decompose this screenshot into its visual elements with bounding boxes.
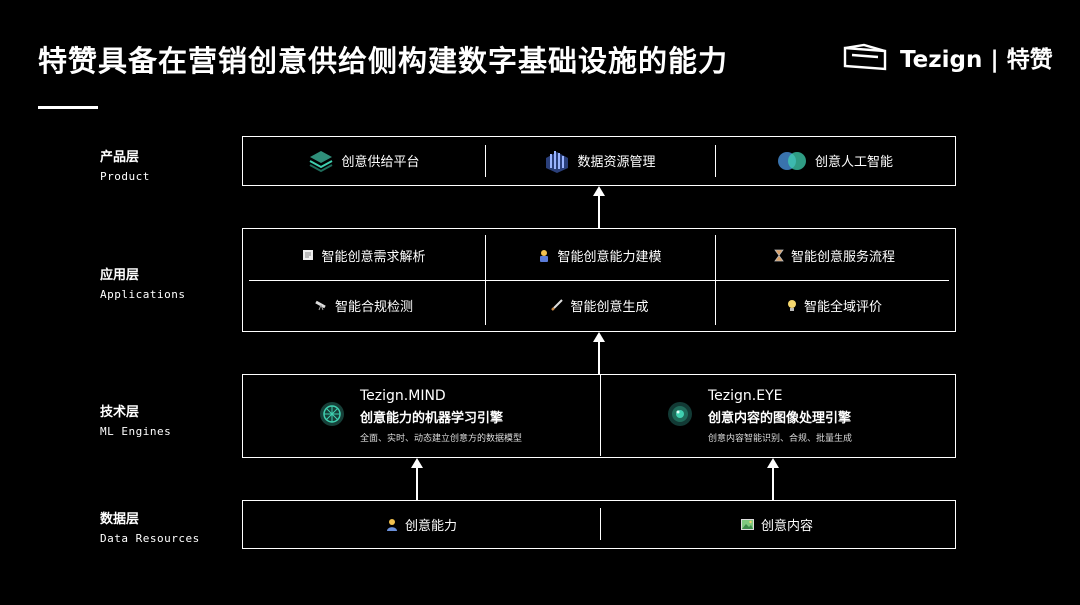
data-layer-box: 创意能力 创意内容 <box>242 500 956 549</box>
layer-label-cn: 技术层 <box>100 405 140 420</box>
layer-label-en: Applications <box>100 288 186 301</box>
arrow-up <box>411 458 423 500</box>
app-item-label: 智能全域评价 <box>803 299 882 315</box>
product-item-label: 数据资源管理 <box>577 155 656 170</box>
brand-logo: Tezign | 特赞 <box>842 40 1053 74</box>
layers-icon <box>308 149 334 173</box>
eye-lens-icon <box>666 400 694 432</box>
app-item-label: 智能合规检测 <box>334 299 413 315</box>
picture-icon <box>740 518 754 530</box>
engine-description: 全面、实时、动态建立创意方的数据模型 <box>360 434 523 444</box>
data-bars-icon <box>544 148 570 174</box>
brain-icon <box>318 400 346 432</box>
app-item-generation: 智能创意生成 <box>485 283 715 327</box>
arrow-up <box>767 458 779 500</box>
product-item-label: 创意人工智能 <box>814 155 893 170</box>
engine-description: 创意内容智能识别、合规、批量生成 <box>708 434 853 444</box>
layer-label-product: 产品层 Product <box>100 146 150 183</box>
app-item-service-flow: 智能创意服务流程 <box>715 233 954 277</box>
layer-label-data: 数据层 Data Resources <box>100 508 200 545</box>
app-item-compliance: 智能合规检测 <box>243 283 485 327</box>
title-underline <box>38 106 98 109</box>
engine-subtitle: 创意能力的机器学习引擎 <box>360 411 504 426</box>
app-item-label: 智能创意服务流程 <box>790 249 895 265</box>
person-icon <box>386 518 398 531</box>
app-item-label: 智能创意能力建模 <box>557 249 662 265</box>
app-item-label: 智能创意生成 <box>570 299 649 315</box>
engine-subtitle: 创意内容的图像处理引擎 <box>708 411 852 426</box>
app-item-evaluation: 智能全域评价 <box>715 283 954 327</box>
divider <box>485 145 486 177</box>
layer-label-en: Data Resources <box>100 532 200 545</box>
app-item-demand: 智能创意需求解析 <box>243 233 485 277</box>
brush-icon <box>551 299 564 311</box>
layer-label-cn: 应用层 <box>100 268 140 283</box>
product-layer-box: 创意供给平台 数据资源管理 创意人工智能 <box>242 136 956 186</box>
product-item-platform: 创意供给平台 <box>243 137 485 184</box>
data-item-content: 创意内容 <box>600 501 954 547</box>
hourglass-icon <box>774 249 784 262</box>
app-item-label: 智能创意需求解析 <box>321 249 426 265</box>
arrow-up <box>593 186 605 228</box>
engine-name: Tezign.MIND <box>360 388 446 404</box>
overlap-circles-icon <box>776 149 808 173</box>
layer-label-cn: 产品层 <box>100 150 140 165</box>
product-item-ai: 创意人工智能 <box>715 137 954 184</box>
divider <box>715 145 716 177</box>
layer-label-en: ML Engines <box>100 425 172 438</box>
document-icon <box>302 249 314 261</box>
engine-eye: Tezign.EYE 创意内容的图像处理引擎 创意内容智能识别、合规、批量生成 <box>666 375 852 457</box>
data-item-capability: 创意能力 <box>243 501 600 547</box>
divider <box>249 280 949 281</box>
product-item-data: 数据资源管理 <box>485 137 715 184</box>
worker-icon <box>538 249 550 262</box>
ml-engines-layer-box: Tezign.MIND 创意能力的机器学习引擎 全面、实时、动态建立创意方的数据… <box>242 374 956 458</box>
layer-label-en: Product <box>100 170 150 183</box>
telescope-icon <box>315 299 328 311</box>
data-item-label: 创意能力 <box>404 518 457 534</box>
layer-label-applications: 应用层 Applications <box>100 264 185 301</box>
layer-label-ml-engines: 技术层 ML Engines <box>100 401 171 438</box>
arrow-up <box>593 332 605 374</box>
lightbulb-icon <box>787 299 797 312</box>
app-item-modeling: 智能创意能力建模 <box>485 233 715 277</box>
data-item-label: 创意内容 <box>760 518 813 534</box>
applications-layer-box: 智能创意需求解析 智能创意能力建模 智能创意服务流程 智能合规检测 智能创意生成… <box>242 228 956 332</box>
divider <box>600 375 601 456</box>
product-item-label: 创意供给平台 <box>341 155 420 170</box>
engine-name: Tezign.EYE <box>708 388 783 404</box>
layer-label-cn: 数据层 <box>100 512 140 527</box>
engine-mind: Tezign.MIND 创意能力的机器学习引擎 全面、实时、动态建立创意方的数据… <box>318 375 522 457</box>
tezign-logo-icon <box>843 43 887 71</box>
divider <box>600 508 601 540</box>
brand-name: Tezign | 特赞 <box>900 47 1053 73</box>
page-title: 特赞具备在营销创意供给侧构建数字基础设施的能力 <box>38 44 729 78</box>
